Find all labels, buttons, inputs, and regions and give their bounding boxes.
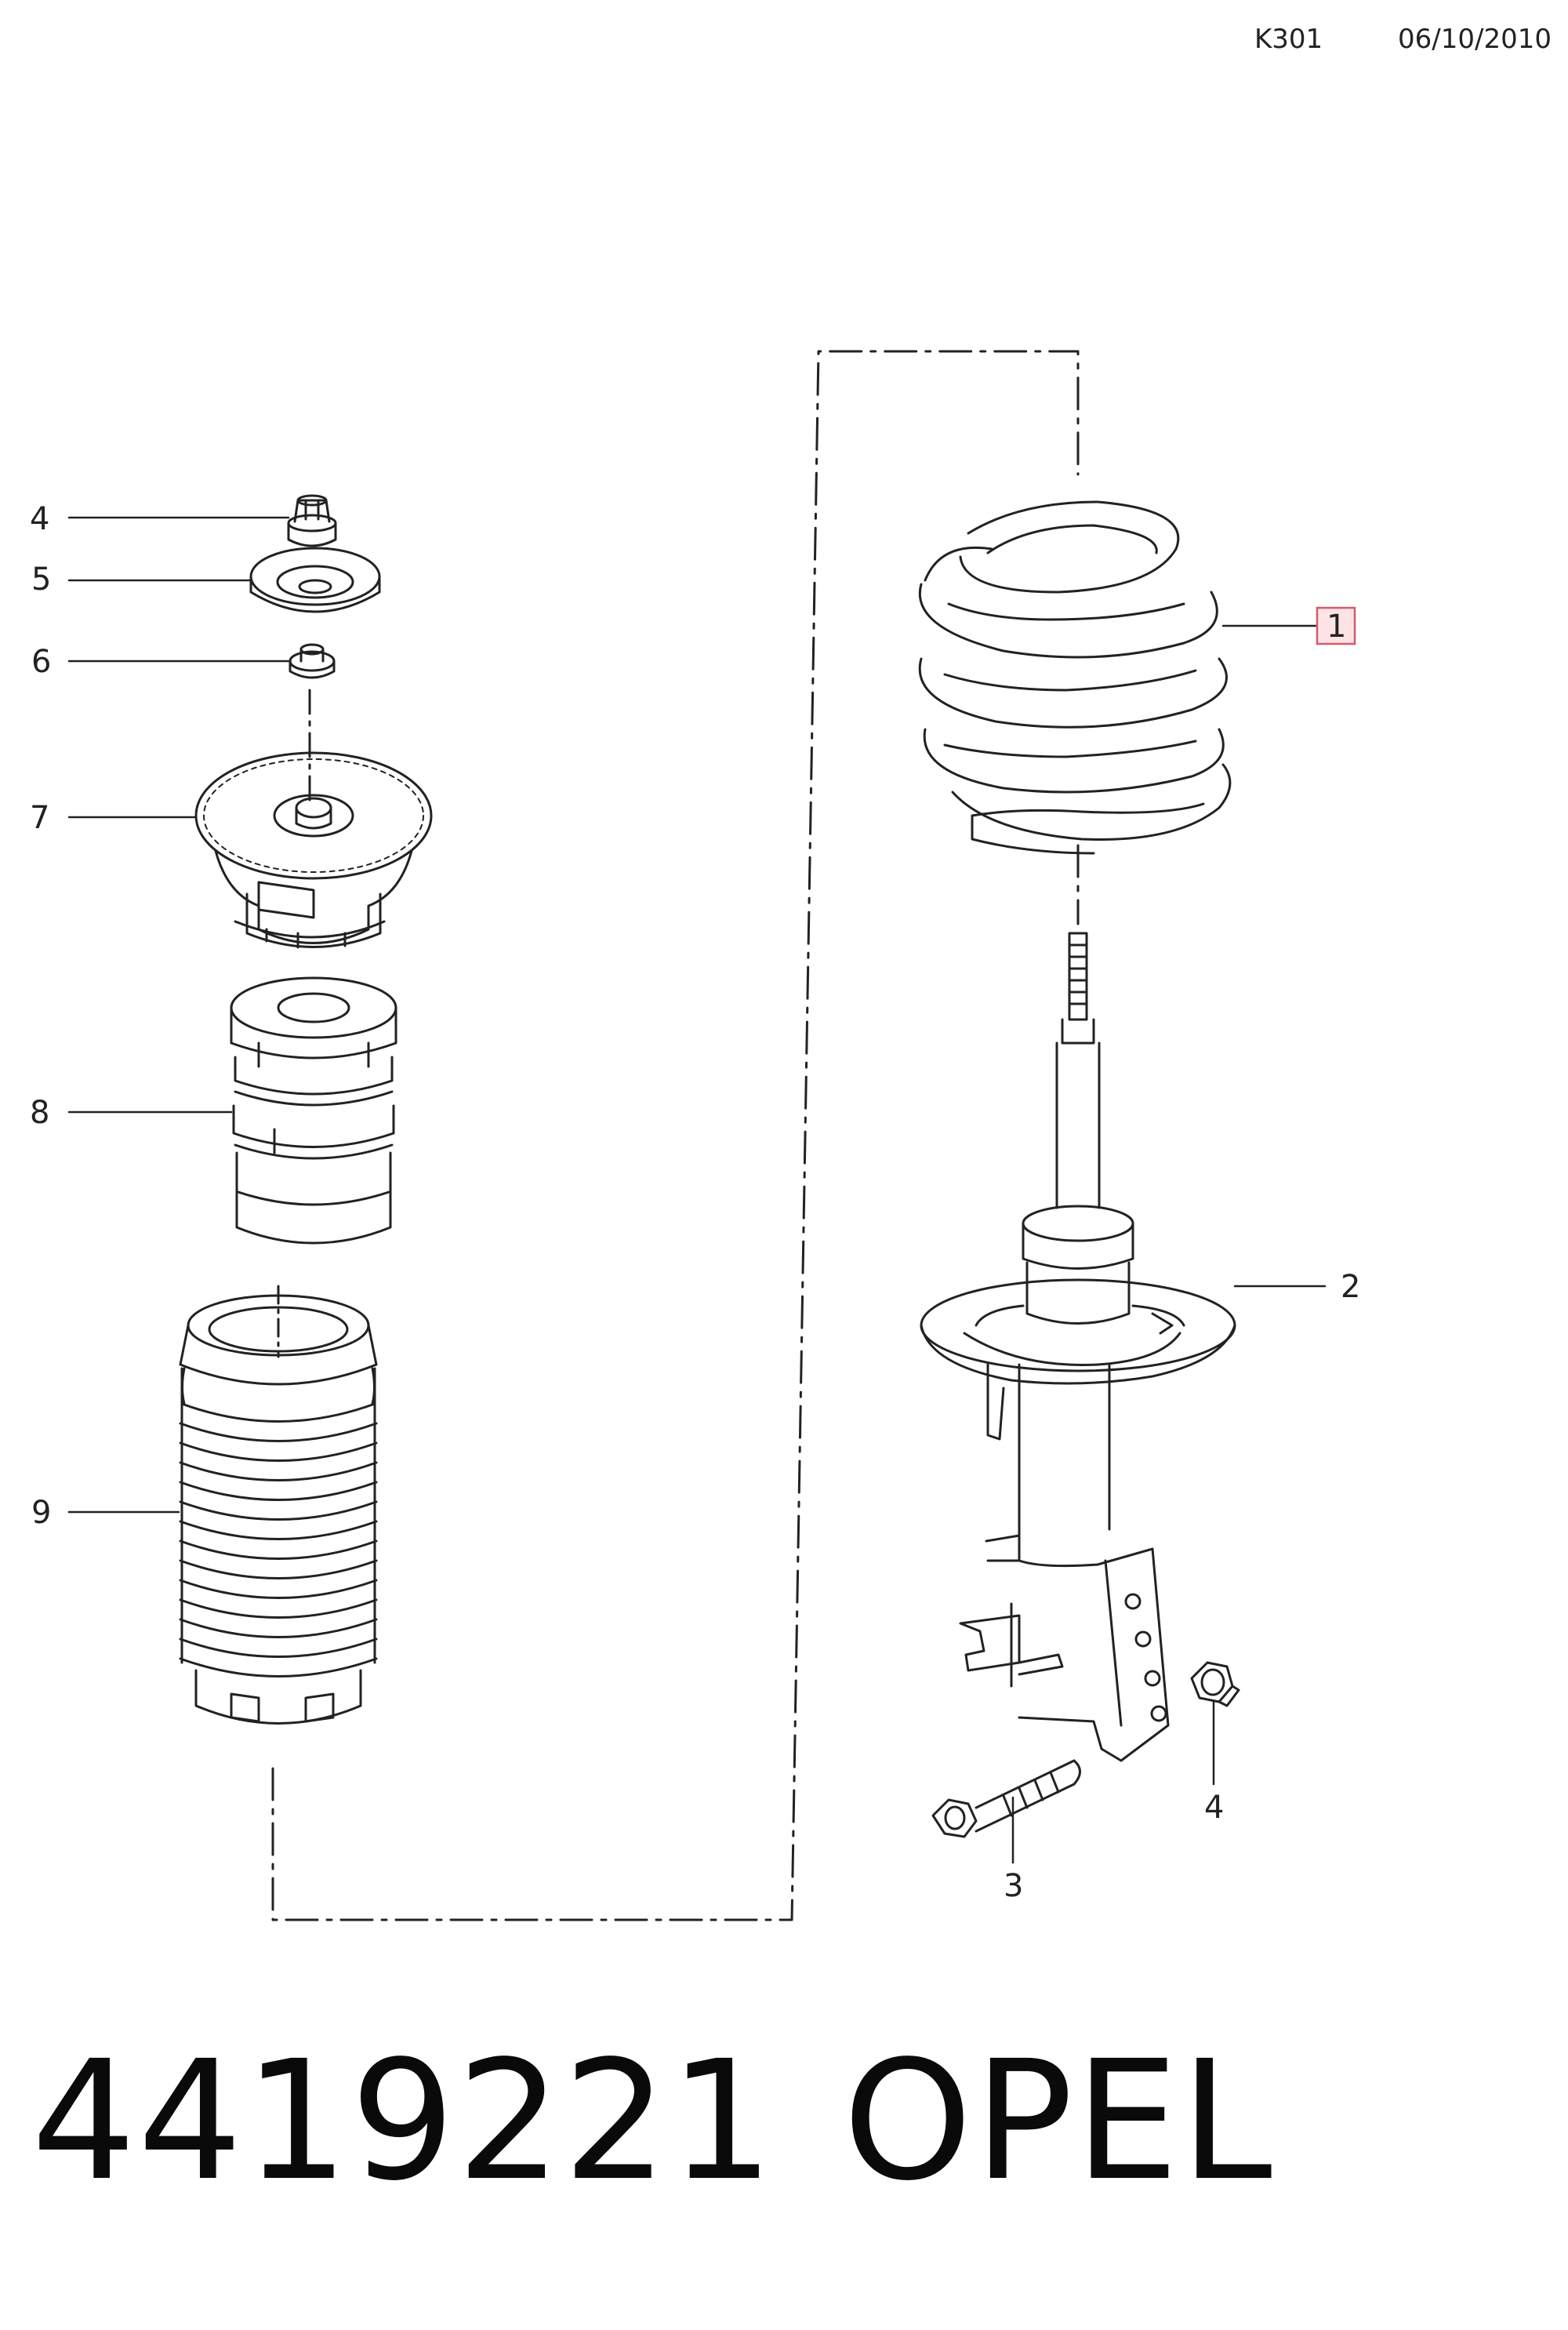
- callout-6: 6: [31, 644, 51, 680]
- flange-nut-bottom: [1190, 1661, 1240, 1707]
- callout-4-top: 4: [30, 501, 49, 537]
- assembly-guide-line: [271, 350, 1080, 1921]
- strut-bolt: [931, 1759, 1081, 1838]
- brand-name: OPEL: [843, 2025, 1274, 2217]
- diagram-date: 06/10/2010: [1398, 24, 1552, 55]
- callout-7: 7: [30, 800, 49, 836]
- callout-8: 8: [30, 1095, 49, 1131]
- callout-5: 5: [31, 562, 51, 598]
- small-nut: [289, 643, 336, 679]
- part-number: 4419221: [31, 2025, 776, 2217]
- callout-3: 3: [1004, 1868, 1023, 1904]
- callout-9: 9: [31, 1495, 51, 1531]
- callout-4-bottom: 4: [1204, 1790, 1224, 1826]
- callout-1: 1: [1327, 609, 1346, 645]
- bump-stop: [230, 976, 397, 1245]
- flange-nut-top: [287, 494, 337, 547]
- diagram-code: K301: [1254, 24, 1323, 55]
- coil-spring: [918, 500, 1232, 855]
- strut-assembly: [920, 932, 1236, 1762]
- washer-plate: [249, 547, 381, 613]
- callout-2: 2: [1341, 1269, 1360, 1305]
- callout-1-highlight: [1316, 606, 1356, 645]
- top-mount-bearing: [194, 751, 433, 949]
- dust-boot: [179, 1285, 378, 1725]
